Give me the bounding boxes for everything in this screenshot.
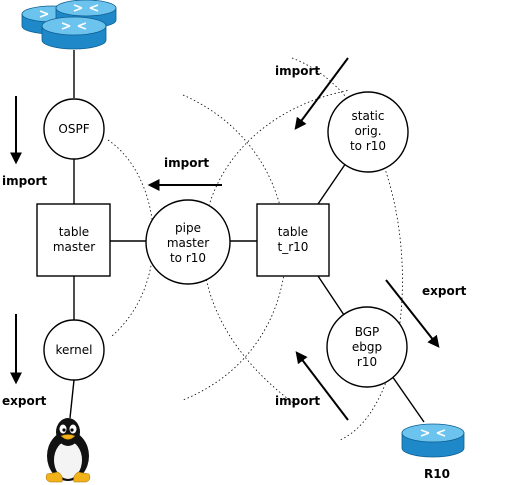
bgp-line-2: ebgp <box>352 340 382 354</box>
pipe-line-1: pipe <box>175 221 201 235</box>
ospf-label: OSPF <box>58 122 89 136</box>
edge-table-t-r10-bgp <box>317 275 347 319</box>
table-t-r10-node: table t_r10 <box>256 203 330 277</box>
dotted-arc-outer <box>202 89 351 406</box>
static-line-2: orig. <box>354 124 381 138</box>
label-import-pipe: import <box>164 156 209 170</box>
label-export-left: export <box>2 394 47 408</box>
table-master-node: table master <box>36 203 111 277</box>
label-import-static: import <box>275 64 320 78</box>
kernel-node: kernel <box>43 319 105 381</box>
arrow-export-right <box>385 279 440 348</box>
table-master-line-2: master <box>53 240 95 254</box>
kernel-label: kernel <box>56 343 93 357</box>
static-line-1: static <box>352 109 385 123</box>
bgp-line-3: r10 <box>357 355 377 369</box>
dotted-arc-right <box>291 57 403 441</box>
label-export-right: export <box>422 284 467 298</box>
router-r10-icon <box>401 423 465 458</box>
label-import-bgp: import <box>275 394 320 408</box>
pipe-node: pipe master to r10 <box>145 199 231 285</box>
table-t-r10-line-1: table <box>278 225 308 239</box>
table-master-line-1: table <box>59 225 89 239</box>
ospf-node: OSPF <box>43 98 105 160</box>
static-node: static orig. to r10 <box>327 91 409 173</box>
pipe-line-2: master <box>167 236 209 250</box>
arrow-import-static <box>294 57 349 130</box>
pipe-line-3: to r10 <box>170 251 206 265</box>
tux-penguin-icon <box>45 418 91 483</box>
edge-kernel-linux <box>69 379 75 419</box>
label-import-left: import <box>2 174 47 188</box>
table-t-r10-line-2: t_r10 <box>278 240 309 254</box>
static-line-3: to r10 <box>350 139 386 153</box>
label-r10: R10 <box>424 467 450 481</box>
bgp-node: BGP ebgp r10 <box>326 306 408 388</box>
router-cluster-icon <box>21 0 117 50</box>
arrow-import-bgp <box>295 351 349 421</box>
edge-table-t-r10-static <box>317 162 347 205</box>
bgp-line-1: BGP <box>355 325 380 339</box>
edge-bgp-r10 <box>391 375 425 423</box>
